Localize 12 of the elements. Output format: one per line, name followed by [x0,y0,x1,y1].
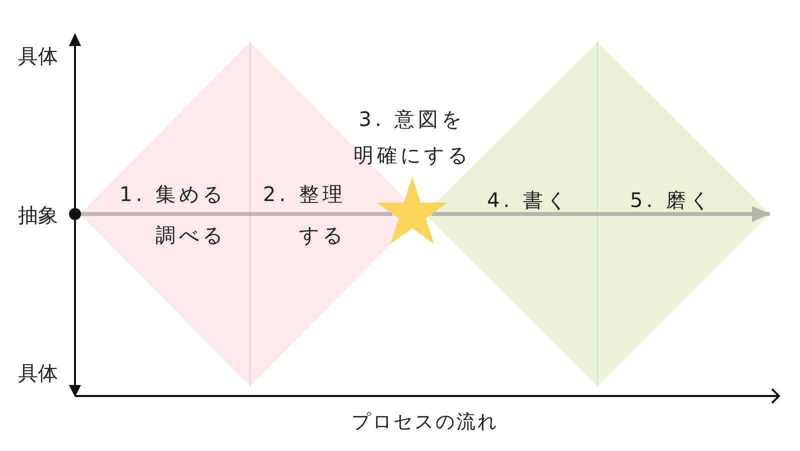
step-label: 5. 磨く [630,188,714,212]
step-label: 2. 整理する [262,181,346,249]
step-label: 1. 集める調べる [118,181,226,249]
flow-line [80,212,393,216]
axis-title: プロセスの流れ [350,410,500,434]
step-label: 4. 書く [487,188,571,212]
star-shape [376,177,448,244]
axis-label: 抽象 [18,203,58,227]
axis-label: 具体 [18,361,58,385]
flow-arrow [431,206,770,222]
axis-label: 具体 [18,44,58,68]
step-label: 3. 意図を明確にする [352,106,472,169]
